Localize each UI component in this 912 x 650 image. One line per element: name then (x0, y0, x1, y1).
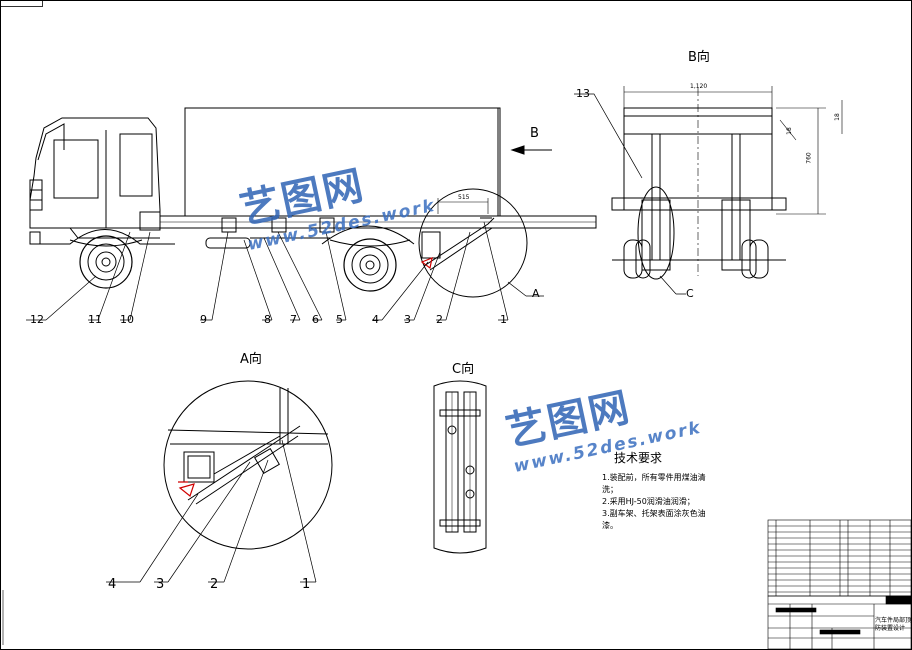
dim-b-small-2: 18 (833, 113, 841, 121)
dim-main-offset: 515 (458, 194, 470, 201)
callout-12: 12 (30, 313, 44, 326)
tech-req-item-1: 1.装配前，所有零件用煤油清洗； (602, 473, 706, 494)
dim-b-height: 760 (805, 152, 813, 164)
tech-req-item-2: 2.采用HJ-50润滑油润滑； (602, 497, 695, 506)
title-block (767, 595, 912, 650)
b-arrow-letter: B (530, 126, 539, 141)
b-rear-view (574, 86, 843, 295)
callout-10: 10 (120, 313, 134, 326)
callout-5: 5 (336, 313, 343, 326)
callout-7: 7 (290, 313, 297, 326)
callout-11: 11 (88, 313, 102, 326)
a-hydraulic-red (178, 481, 195, 498)
technical-requirements: 技术要求 1.装配前，所有零件用煤油清洗； 2.采用HJ-50润滑油润滑； 3.… (602, 449, 712, 532)
parts-list (767, 519, 912, 597)
a-view-title: A向 (240, 352, 262, 367)
a-circle-letter: A (532, 287, 540, 300)
c-detail-view (433, 380, 487, 554)
drawing-name: 汽车件局部顶防装置设计 (875, 617, 912, 632)
main-callout-leaders (26, 221, 544, 321)
tech-req-title: 技术要求 (614, 451, 663, 465)
callout-4: 4 (372, 313, 379, 326)
callout-3: 3 (404, 313, 411, 326)
callout-1: 1 (500, 313, 507, 326)
a-detail-view (106, 380, 333, 583)
callout-8: 8 (264, 313, 271, 326)
truck-side-view (29, 107, 597, 298)
callout-13: 13 (576, 87, 590, 100)
tech-req-item-3: 3.副车架、托架表面涂灰色油漆。 (602, 509, 706, 530)
a-callout-1: 1 (302, 577, 311, 592)
dim-b-small-1: 18 (785, 127, 793, 135)
callout-6: 6 (312, 313, 319, 326)
a-callout-2: 2 (210, 577, 219, 592)
a-callout-4: 4 (108, 577, 117, 592)
dim-b-width: 1,120 (690, 83, 708, 90)
c-view-title: C向 (452, 362, 475, 377)
b-view-title: B向 (688, 50, 710, 65)
a-callout-3: 3 (156, 577, 165, 592)
c-circle-letter: C (686, 287, 694, 300)
callout-9: 9 (200, 313, 207, 326)
callout-2: 2 (436, 313, 443, 326)
